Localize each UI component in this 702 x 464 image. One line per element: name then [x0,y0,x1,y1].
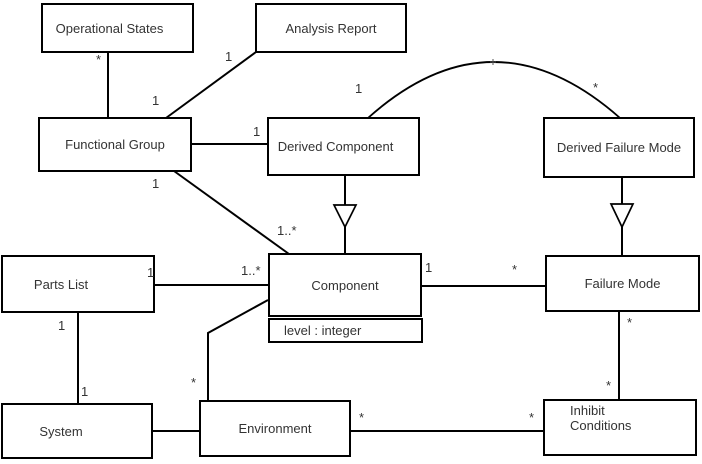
multiplicity-label: * [512,262,518,277]
class-environment[interactable]: Environment [199,400,351,457]
class-derived-failure-mode[interactable]: Derived Failure Mode [543,117,695,178]
multiplicity-label: 1 [152,93,160,108]
class-name-label: Parts List [33,276,89,292]
multiplicity-label: 1 [225,49,233,64]
class-functional-group[interactable]: Functional Group [38,117,192,172]
multiplicity-label: 1 [81,384,89,399]
class-name-label: System [39,423,83,439]
multiplicity-label: 1 [355,81,363,96]
multiplicity-label: 1 [147,265,155,280]
edge-functional-group-component [173,170,290,255]
multiplicity-label: 1 [152,176,160,191]
attribute-label: level : integer [284,323,362,338]
multiplicity-label: 1 [425,260,433,275]
multiplicity-label: * [606,378,612,393]
multiplicity-label: * [359,410,365,425]
class-name-label: Analysis Report [285,20,377,36]
class-name-label: Functional Group [65,137,165,152]
class-operational-states[interactable]: Operational States [41,3,194,53]
class-name-label: Inhibit Conditions [570,403,632,433]
multiplicity-label: * [593,80,599,95]
class-name-label: Failure Mode [584,276,661,291]
multiplicity-label: * [96,52,102,67]
class-inhibit-conditions[interactable]: Inhibit Conditions [543,399,697,456]
class-name-label: Operational States [55,20,164,36]
class-derived-component[interactable]: Derived Component [267,117,420,176]
multiplicity-label: * [627,315,633,330]
class-component[interactable]: Component [268,253,422,317]
multiplicity-label: 1..* [241,263,261,278]
multiplicity-label: * [529,410,535,425]
edge-component-environment [207,299,269,401]
class-name-label: Component [311,277,379,293]
multiplicity-label: 1..* [277,223,297,238]
class-failure-mode[interactable]: Failure Mode [545,255,700,312]
class-name-label: Derived Component [277,139,394,154]
class-component-attribute-compartment[interactable]: level : integer [268,318,423,343]
class-name-label: Environment [238,421,312,436]
failure-mode-parent-arrow [609,203,635,229]
edge-derived-component-derived-failure-mode [367,61,621,119]
class-system[interactable]: System [1,403,153,459]
multiplicity-label: 1 [253,124,261,139]
multiplicity-label: * [191,375,197,390]
class-analysis-report[interactable]: Analysis Report [255,3,407,53]
multiplicity-label: 1 [58,318,66,333]
edge-analysis-report-functional-group [165,51,257,119]
class-name-label: Derived Failure Mode [556,140,682,155]
class-parts-list[interactable]: Parts List [1,255,155,313]
component-parent-arrow [332,204,358,229]
